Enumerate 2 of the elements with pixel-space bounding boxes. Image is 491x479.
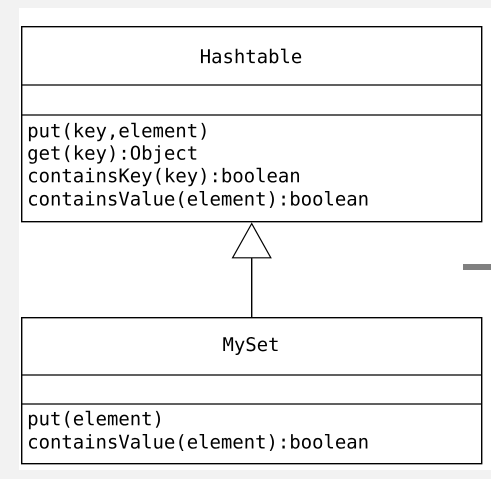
- class-box: Hashtable put(key,element) get(key):Object containsKey(key):boolean containsValue(element):boolean: [21, 26, 482, 222]
- class-box: MySet put(element) containsValue(element):boolean: [21, 317, 482, 464]
